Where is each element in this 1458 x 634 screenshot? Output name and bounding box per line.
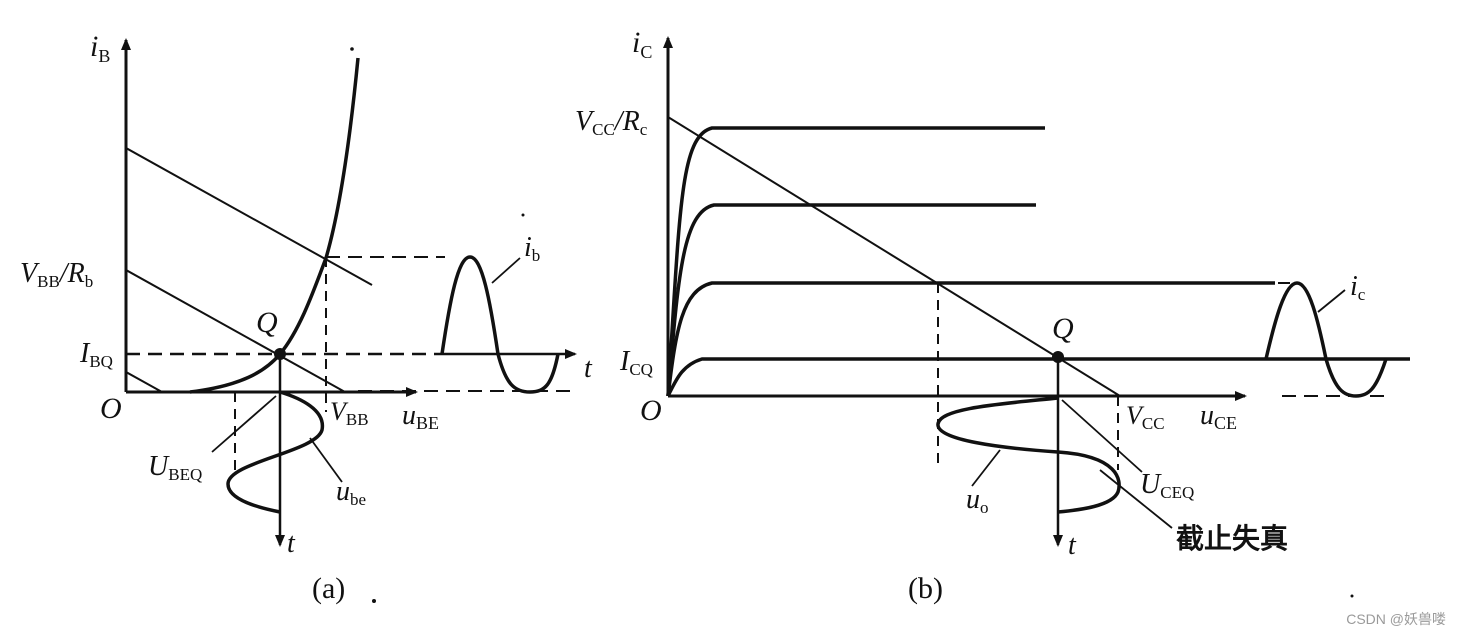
ube-leader [309, 437, 343, 483]
ib-axis-label: iB [90, 30, 110, 66]
cutoff-leader [1099, 469, 1173, 529]
uo-waveform [936, 396, 1121, 514]
load-line-low [125, 371, 163, 393]
origin-label-b: O [640, 394, 662, 427]
vbb-rb-label: VBB/Rb [20, 258, 93, 291]
t-label-right-a: t [584, 353, 593, 384]
q-label-a: Q [256, 306, 278, 339]
ib-leader [491, 257, 521, 284]
vcc-label: VCC [1126, 401, 1165, 433]
panel-b [663, 36, 1410, 547]
ubeq-leader [211, 395, 277, 453]
scan-speck [350, 47, 354, 51]
output-curve-4 [666, 126, 1045, 397]
scan-speck [1350, 594, 1354, 598]
q-point-b [1052, 351, 1064, 363]
load-line-top [125, 147, 373, 286]
cutoff-distortion-label: 截止失真 [1176, 523, 1288, 554]
watermark: CSDN @妖兽喽 [1346, 611, 1446, 627]
q-label-b: Q [1052, 312, 1074, 345]
scan-speck [521, 213, 525, 217]
caption-b: (b) [908, 572, 943, 605]
output-curve-3 [666, 203, 1036, 397]
vbb-label: VBB [330, 397, 369, 429]
q-point-a [274, 348, 286, 360]
caption-a: (a) [312, 572, 345, 605]
uceq-leader [1061, 399, 1143, 473]
uce-axis-label: uCE [1200, 400, 1237, 433]
ube-axis-label: uBE [402, 400, 439, 433]
ib-wave-label: ib [524, 232, 540, 265]
panel-a [121, 38, 577, 547]
load-line-mid [125, 269, 346, 393]
icq-label: ICQ [619, 346, 653, 379]
scan-speck [372, 599, 376, 603]
output-curve-2 [666, 281, 1275, 397]
ic-waveform [1264, 281, 1388, 398]
ube-waveform [226, 390, 325, 514]
ubeq-label: UBEQ [148, 451, 202, 484]
output-curve-1 [666, 357, 1410, 397]
input-characteristic-curve [189, 57, 360, 394]
ib-waveform [440, 255, 560, 394]
vcc-rc-label: VCC/Rc [575, 106, 648, 139]
t-label-down-a: t [287, 528, 296, 559]
uo-leader [971, 449, 1001, 487]
load-line-b [667, 116, 1121, 397]
panel-b-labels: iC uCE O VCC/Rc ICQ Q VCC UCEQ uo ic t 截… [575, 26, 1366, 605]
t-label-down-b: t [1068, 530, 1077, 561]
uceq-label: UCEQ [1140, 469, 1194, 502]
panel-a-labels: iB uBE O VBB/Rb IBQ Q VBB UBEQ ube ib t … [20, 30, 593, 605]
origin-label-a: O [100, 392, 122, 425]
ube-wave-label: ube [336, 476, 366, 509]
ic-axis-label: iC [632, 26, 652, 62]
ic-wave-label: ic [1350, 271, 1366, 304]
uo-label: uo [966, 484, 989, 517]
ic-leader [1317, 289, 1346, 313]
ibq-label: IBQ [79, 338, 113, 371]
